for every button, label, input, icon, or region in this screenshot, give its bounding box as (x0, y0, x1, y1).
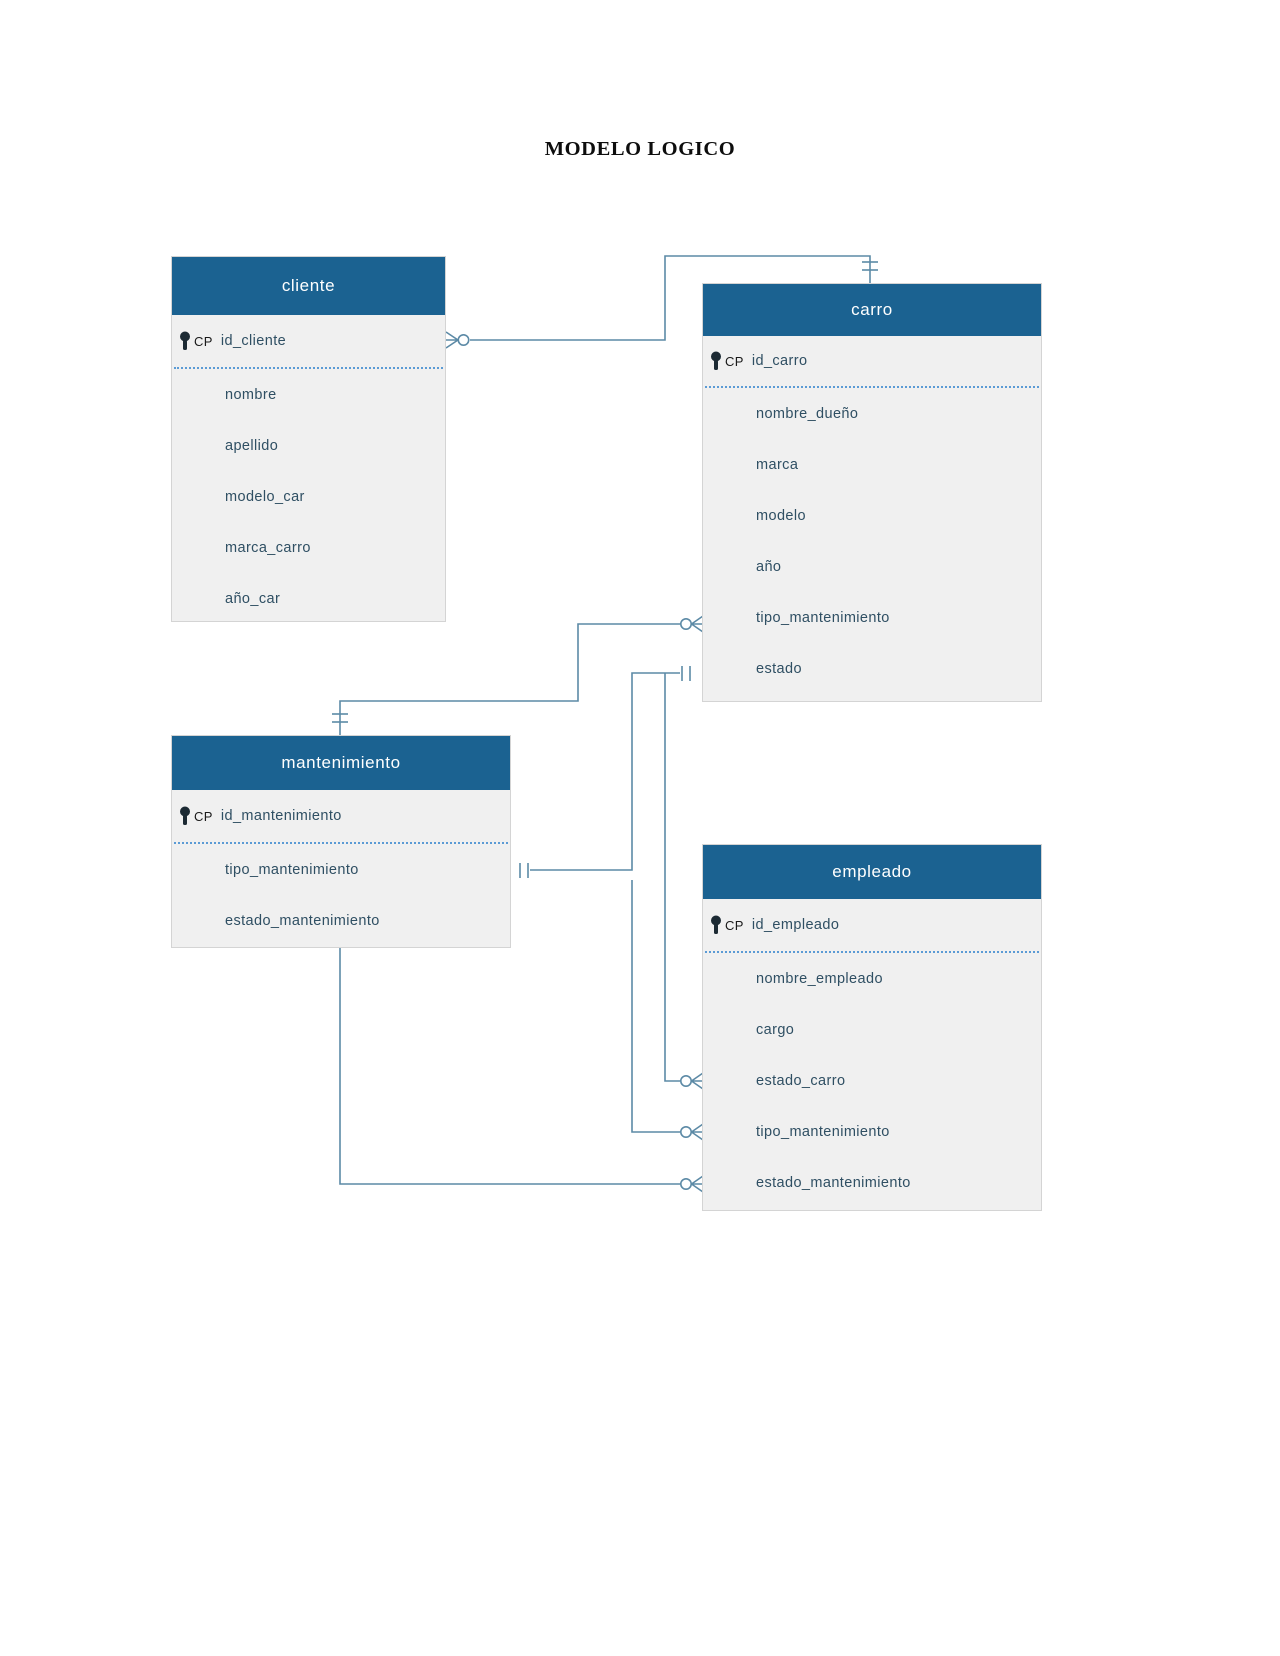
entity-cliente-attr-ano-car[interactable]: año_car (172, 573, 445, 624)
marker-one-and-only-one-carro-estado (681, 666, 691, 681)
entity-mantenimiento-pk-name: id_mantenimiento (220, 808, 342, 824)
entity-empleado-attr-estado-carro[interactable]: estado_carro (703, 1055, 1041, 1106)
entity-empleado-attr-estado-mantenimiento[interactable]: estado_mantenimiento (703, 1157, 1041, 1208)
entity-cliente-pk-row[interactable]: CP id_cliente (172, 315, 445, 367)
entity-empleado-attr-tipo-mantenimiento[interactable]: tipo_mantenimiento (703, 1106, 1041, 1157)
attribute-label: nombre_dueño (756, 405, 859, 422)
attribute-label: nombre (225, 386, 277, 403)
attribute-label: año (756, 558, 782, 575)
entity-empleado-key-divider (705, 951, 1039, 953)
entity-empleado-attr-nombre-empleado[interactable]: nombre_empleado (703, 953, 1041, 1004)
attribute-label: marca_carro (225, 539, 311, 556)
connector-mantenimiento-empleado-estado (339, 948, 680, 1185)
marker-one-and-only-one-mantenimiento-tipo (519, 863, 529, 878)
attribute-label: tipo_mantenimiento (756, 1123, 890, 1140)
connector-mantenimiento-carro-estado (530, 672, 680, 871)
connector-mantenimiento-empleado-tipo (631, 880, 680, 1133)
entity-mantenimiento-attr-tipo-mantenimiento[interactable]: tipo_mantenimiento (172, 844, 510, 895)
entity-mantenimiento-pk-row[interactable]: CP id_mantenimiento (172, 790, 510, 842)
entity-carro-key-divider (705, 386, 1039, 388)
entity-cliente-attr-modelo-car[interactable]: modelo_car (172, 471, 445, 522)
primary-key-badge: CP (194, 333, 213, 349)
entity-empleado-pk-row[interactable]: CP id_empleado (703, 899, 1041, 951)
entity-carro-attr-marca[interactable]: marca (703, 439, 1041, 490)
attribute-label: modelo (756, 507, 806, 524)
attribute-label: estado_mantenimiento (225, 912, 380, 929)
entity-mantenimiento-attr-estado-mantenimiento[interactable]: estado_mantenimiento (172, 895, 510, 946)
entity-carro-header: carro (703, 284, 1041, 336)
entity-mantenimiento-body: CP id_mantenimiento tipo_mantenimiento e… (172, 790, 510, 949)
primary-key-icon (178, 331, 194, 351)
entity-cliente-attr-apellido[interactable]: apellido (172, 420, 445, 471)
primary-key-icon (709, 915, 725, 935)
attribute-label: año_car (225, 590, 281, 607)
entity-carro-title: carro (851, 299, 893, 319)
primary-key-icon (178, 806, 194, 826)
attribute-label: estado_mantenimiento (756, 1174, 911, 1191)
entity-mantenimiento[interactable]: mantenimiento CP id_mantenimiento tipo_m… (171, 735, 511, 948)
entity-cliente-header: cliente (172, 257, 445, 315)
entity-carro-attr-tipo-mantenimiento[interactable]: tipo_mantenimiento (703, 592, 1041, 643)
attribute-label: nombre_empleado (756, 970, 883, 987)
entity-carro-attr-nombre-dueno[interactable]: nombre_dueño (703, 388, 1041, 439)
entity-carro-body: CP id_carro nombre_dueño marca modelo añ… (703, 336, 1041, 703)
attribute-label: cargo (756, 1021, 795, 1038)
marker-one-and-only-one-mantenimiento-top (332, 713, 348, 723)
marker-zero-or-many-carro-tipo (679, 615, 704, 633)
entity-empleado[interactable]: empleado CP id_empleado nombre_empleado … (702, 844, 1042, 1211)
marker-zero-or-many-empleado-estado (679, 1175, 704, 1193)
page-title: MODELO LOGICO (544, 138, 736, 160)
primary-key-badge: CP (725, 917, 744, 933)
attribute-label: modelo_car (225, 488, 305, 505)
primary-key-badge: CP (725, 353, 744, 369)
primary-key-icon (709, 351, 725, 371)
entity-empleado-title: empleado (832, 861, 912, 881)
entity-empleado-pk-name: id_empleado (751, 917, 840, 933)
entity-carro-attr-ano[interactable]: año (703, 541, 1041, 592)
entity-cliente-title: cliente (281, 275, 336, 295)
connector-carro-empleado-estadocarro (664, 673, 680, 1082)
entity-cliente-attr-marca-carro[interactable]: marca_carro (172, 522, 445, 573)
entity-carro-pk-name: id_carro (751, 353, 808, 369)
entity-cliente[interactable]: cliente CP id_cliente nombre apellido (171, 256, 446, 622)
marker-zero-or-many-empleado-estadocarro (679, 1072, 704, 1090)
connector-mantenimiento-carro (339, 623, 680, 735)
marker-zero-or-many-empleado-tipo (679, 1123, 704, 1141)
marker-one-and-only-one-carro-top (862, 261, 878, 271)
attribute-label: tipo_mantenimiento (756, 609, 890, 626)
attribute-label: marca (756, 456, 799, 473)
entity-mantenimiento-title: mantenimiento (281, 752, 401, 772)
entity-cliente-attr-nombre[interactable]: nombre (172, 369, 445, 420)
entity-cliente-pk-name: id_cliente (220, 333, 287, 349)
entity-empleado-header: empleado (703, 845, 1041, 899)
attribute-label: apellido (225, 437, 279, 454)
entity-mantenimiento-header: mantenimiento (172, 736, 510, 790)
entity-carro[interactable]: carro CP id_carro nombre_dueño marca (702, 283, 1042, 702)
entity-carro-attr-estado[interactable]: estado (703, 643, 1041, 694)
entity-carro-attr-modelo[interactable]: modelo (703, 490, 1041, 541)
attribute-label: estado (756, 660, 802, 677)
entity-carro-pk-row[interactable]: CP id_carro (703, 336, 1041, 386)
attribute-label: tipo_mantenimiento (225, 861, 359, 878)
attribute-label: estado_carro (756, 1072, 846, 1089)
primary-key-badge: CP (194, 808, 213, 824)
marker-zero-or-many-cliente (445, 331, 470, 349)
entity-cliente-key-divider (174, 367, 443, 369)
entity-mantenimiento-key-divider (174, 842, 508, 844)
entity-empleado-body: CP id_empleado nombre_empleado cargo est… (703, 899, 1041, 1212)
entity-cliente-body: CP id_cliente nombre apellido modelo_car… (172, 315, 445, 621)
entity-empleado-attr-cargo[interactable]: cargo (703, 1004, 1041, 1055)
